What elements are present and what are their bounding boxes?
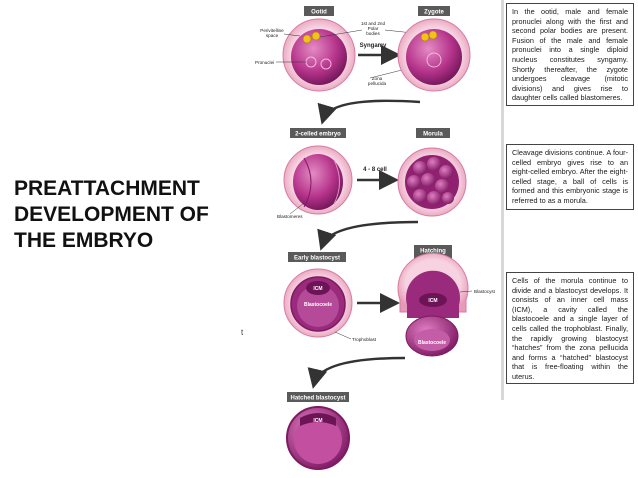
svg-text:Hatching: Hatching — [420, 249, 446, 255]
blastocyst-label: Blastocyst — [459, 289, 496, 294]
svg-text:Perivitelline: Perivitelline — [260, 28, 284, 33]
svg-text:ICM: ICM — [313, 418, 322, 424]
svg-text:Zona: Zona — [372, 76, 383, 81]
arrow-morula-to-early-blastocyst — [317, 220, 419, 251]
stage-label-hatched: Hatched blastocyst — [287, 392, 349, 402]
morula — [397, 147, 467, 217]
zona-pellucida-label: Zona pellucida — [368, 69, 403, 86]
hatched-blastocyst: ICM — [286, 406, 350, 470]
pronuclei-label: Pronuclei — [255, 60, 306, 65]
notes-divider — [501, 0, 504, 400]
svg-text:space: space — [266, 33, 279, 38]
note-cleavage-morula: Cleavage divisions continue. A four-cell… — [506, 144, 634, 210]
early-blastocyst: ICM Blastocoele — [283, 268, 353, 338]
svg-text:ICM: ICM — [313, 286, 322, 292]
syngamy-arrow: Syngamy — [358, 43, 401, 65]
note-blastocyst: Cells of the morula continue to divide a… — [506, 272, 634, 384]
stage-label-morula: Morula — [416, 128, 450, 138]
four-eight-cell-arrow: 4 - 8 cell — [357, 167, 399, 190]
stage-label-two-cell: 2-celled embryo — [290, 128, 346, 138]
ootid-cell — [282, 18, 356, 92]
title-line-3: THE EMBRYO — [14, 229, 154, 252]
svg-text:pellucida: pellucida — [368, 81, 387, 86]
blastomeres-label: Blastomeres — [277, 202, 305, 219]
svg-text:Blastocyst: Blastocyst — [474, 289, 496, 294]
stage-label-zygote: Zygote — [418, 6, 450, 16]
svg-text:Syngamy: Syngamy — [360, 43, 387, 49]
svg-text:Early blastocyst: Early blastocyst — [294, 256, 340, 262]
svg-text:Polar: Polar — [368, 26, 379, 31]
svg-text:Morula: Morula — [423, 132, 443, 138]
zygote-cell — [397, 18, 471, 92]
margin-mark: t — [241, 328, 244, 337]
stage-label-ootid: Ootid — [304, 6, 334, 16]
arrow-zygote-to-two-cell — [317, 99, 421, 125]
svg-text:ICM: ICM — [428, 298, 437, 304]
stage-label-early-blastocyst: Early blastocyst — [288, 252, 346, 262]
svg-text:Zygote: Zygote — [424, 10, 444, 16]
svg-text:Hatched blastocyst: Hatched blastocyst — [290, 396, 345, 402]
svg-text:4 - 8 cell: 4 - 8 cell — [363, 167, 387, 173]
svg-text:bodies: bodies — [366, 31, 380, 36]
note-ootid-zygote: In the ootid, male and female pronuclei … — [506, 3, 634, 106]
svg-text:Blastocoele: Blastocoele — [418, 340, 446, 346]
svg-text:1st and 2nd: 1st and 2nd — [361, 21, 385, 26]
hatching-blastocyst: ICM Blastocoele — [397, 252, 469, 357]
two-cell-embryo — [283, 145, 353, 215]
svg-text:Blastocoele: Blastocoele — [304, 302, 332, 308]
svg-text:2-celled embryo: 2-celled embryo — [295, 132, 341, 138]
page-title: PREATTACHMENT DEVELOPMENT OF THE EMBRYO — [14, 176, 254, 254]
perivitelline-label: Perivitelline space — [260, 28, 301, 38]
trophoblast-label: Trophoblast — [334, 331, 377, 342]
arrow-hatching-to-hatched — [307, 356, 406, 389]
svg-text:Trophoblast: Trophoblast — [352, 337, 377, 342]
svg-text:Blastomeres: Blastomeres — [277, 214, 303, 219]
title-line-1: PREATTACHMENT — [14, 177, 200, 200]
svg-text:Pronuclei: Pronuclei — [255, 60, 274, 65]
svg-text:Ootid: Ootid — [311, 10, 327, 16]
title-line-2: DEVELOPMENT OF — [14, 203, 209, 226]
